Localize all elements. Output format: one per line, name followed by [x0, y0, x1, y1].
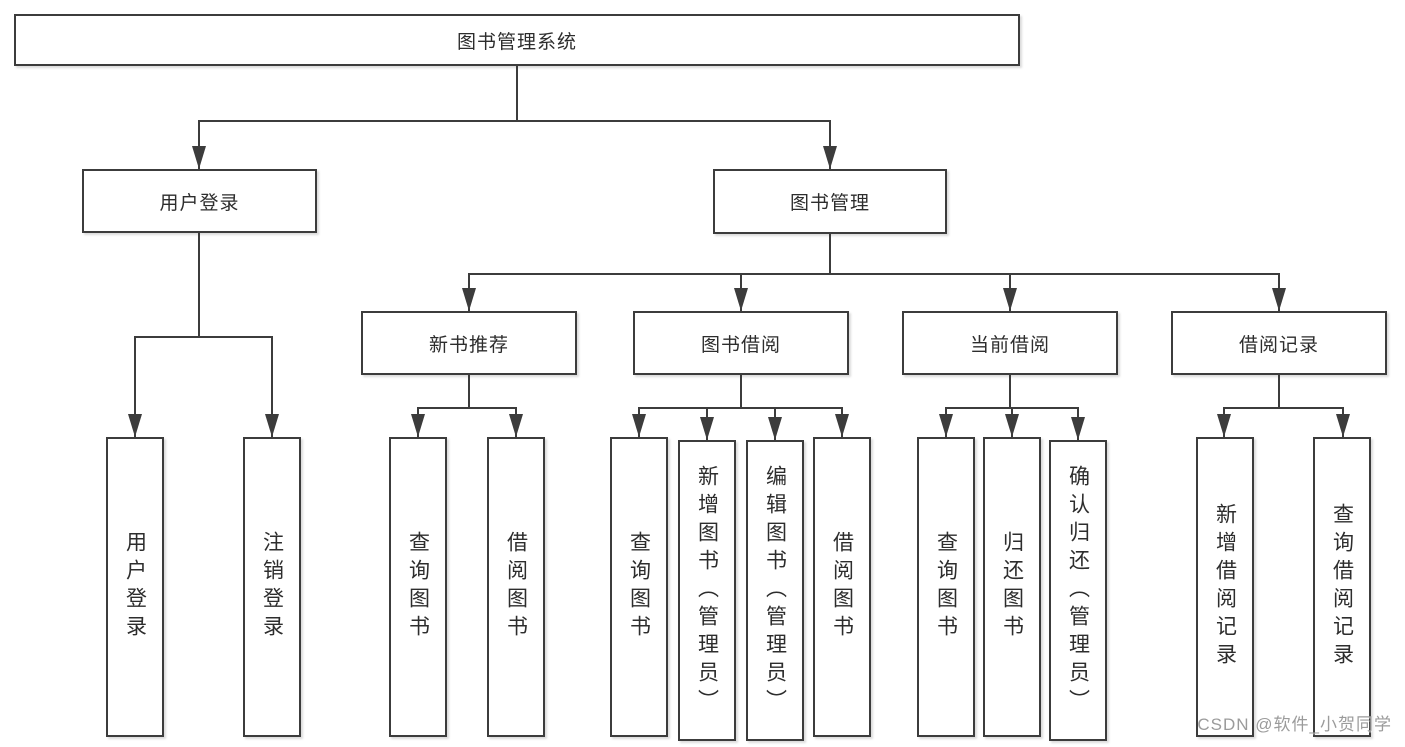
node-label: 编辑图书︵管理员︶ — [763, 464, 787, 717]
arrowhead-down-icon — [192, 146, 206, 169]
node-label: 借阅图书 — [830, 531, 854, 643]
leaf-return-book: 归还图书 — [983, 437, 1041, 737]
arrowhead-down-icon — [265, 414, 279, 437]
arrowhead-down-icon — [462, 288, 476, 311]
node-label: 查询借阅记录 — [1330, 503, 1354, 671]
connector-vline — [740, 375, 742, 407]
arrowhead-down-icon — [700, 417, 714, 440]
node-book-management: 图书管理 — [713, 169, 947, 234]
leaf-borrow-books: 借阅图书 — [813, 437, 871, 737]
node-user-login: 用户登录 — [82, 169, 317, 233]
node-label: 注销登录 — [260, 531, 284, 643]
node-library-management-system: 图书管理系统 — [14, 14, 1020, 66]
arrowhead-down-icon — [939, 414, 953, 437]
leaf-add-book-admin: 新增图书︵管理员︶ — [678, 440, 736, 741]
connector-vline — [516, 66, 518, 120]
node-label: 图书管理 — [789, 193, 870, 214]
connector-hline — [417, 407, 517, 409]
arrowhead-down-icon — [835, 414, 849, 437]
node-label: 查询图书 — [934, 531, 958, 643]
node-current-borrowing: 当前借阅 — [902, 311, 1118, 375]
leaf-user-login: 用户登录 — [106, 437, 164, 737]
arrowhead-down-icon — [128, 414, 142, 437]
node-label: 借阅图书 — [504, 531, 528, 643]
arrowhead-down-icon — [1272, 288, 1286, 311]
node-label: 查询图书 — [406, 531, 430, 643]
connector-hline — [468, 273, 1280, 275]
node-label: 借阅记录 — [1238, 334, 1319, 356]
leaf-confirm-return-admin: 确认归还︵管理员︶ — [1049, 440, 1107, 741]
node-label: 用户登录 — [123, 531, 147, 643]
arrowhead-down-icon — [632, 414, 646, 437]
leaf-query-books-recommend: 查询图书 — [389, 437, 447, 737]
arrowhead-down-icon — [1005, 414, 1019, 437]
arrowhead-down-icon — [734, 288, 748, 311]
arrowhead-down-icon — [1217, 414, 1231, 437]
connector-vline — [1278, 375, 1280, 407]
leaf-logout: 注销登录 — [243, 437, 301, 737]
node-book-borrowing: 图书借阅 — [633, 311, 849, 375]
connector-hline — [1223, 407, 1344, 409]
arrowhead-down-icon — [1003, 288, 1017, 311]
node-new-book-recommendation: 新书推荐 — [361, 311, 577, 375]
node-label: 用户登录 — [159, 192, 240, 214]
leaf-query-borrow-record: 查询借阅记录 — [1313, 437, 1371, 737]
connector-vline — [198, 120, 200, 169]
arrowhead-down-icon — [768, 417, 782, 440]
connector-vline — [198, 233, 200, 336]
leaf-query-books-current: 查询图书 — [917, 437, 975, 737]
arrowhead-down-icon — [1336, 414, 1350, 437]
node-label: 查询图书 — [627, 531, 651, 643]
arrowhead-down-icon — [1071, 417, 1085, 440]
node-label: 图书借阅 — [700, 334, 781, 356]
node-label: 新书推荐 — [428, 334, 509, 356]
node-label: 确认归还︵管理员︶ — [1066, 464, 1090, 717]
connector-vline — [1009, 375, 1011, 407]
node-label: 新增图书︵管理员︶ — [695, 464, 719, 717]
connector-hline — [198, 120, 831, 122]
connector-vline — [829, 120, 831, 169]
leaf-add-borrow-record: 新增借阅记录 — [1196, 437, 1254, 737]
connector-hline — [638, 407, 843, 409]
csdn-watermark: CSDN @软件_小贺同学 — [1197, 715, 1392, 734]
leaf-borrow-books-recommend: 借阅图书 — [487, 437, 545, 737]
connector-vline — [271, 336, 273, 437]
node-label: 图书管理系统 — [456, 31, 577, 53]
arrowhead-down-icon — [411, 414, 425, 437]
connector-vline — [134, 336, 136, 437]
node-label: 新增借阅记录 — [1213, 503, 1237, 671]
leaf-query-books-borrowing: 查询图书 — [610, 437, 668, 737]
leaf-edit-book-admin: 编辑图书︵管理员︶ — [746, 440, 804, 741]
connector-vline — [468, 375, 470, 407]
arrowhead-down-icon — [509, 414, 523, 437]
connector-hline — [134, 336, 273, 338]
connector-vline — [829, 234, 831, 273]
node-label: 当前借阅 — [969, 334, 1050, 356]
arrowhead-down-icon — [823, 146, 837, 169]
node-borrowing-records: 借阅记录 — [1171, 311, 1387, 375]
node-label: 归还图书 — [1000, 531, 1024, 643]
